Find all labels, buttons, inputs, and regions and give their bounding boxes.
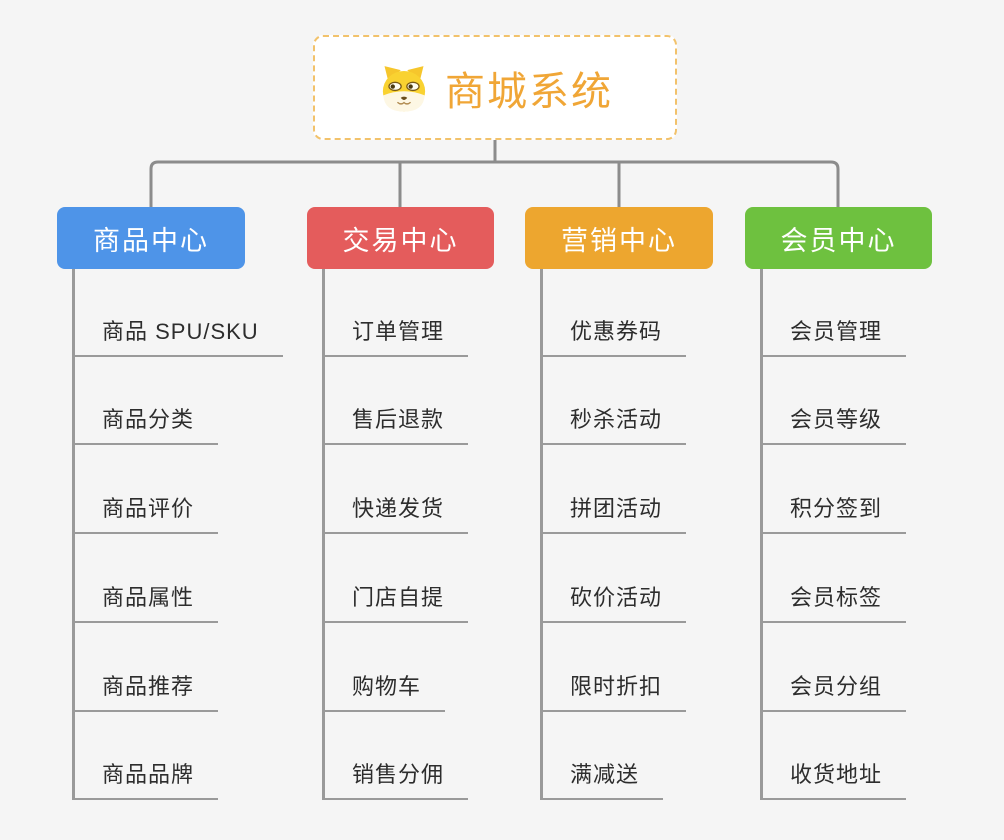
doge-icon — [382, 65, 426, 112]
leaf-node[interactable]: 会员分组 — [760, 669, 907, 712]
branch-node-1[interactable]: 商品中心 — [57, 207, 245, 269]
branch-child-line — [322, 269, 325, 800]
leaf-node[interactable]: 商品属性 — [72, 580, 219, 623]
leaf-node[interactable]: 积分签到 — [760, 491, 907, 534]
leaf-node[interactable]: 商品品牌 — [72, 757, 219, 800]
leaf-node[interactable]: 秒杀活动 — [540, 402, 687, 445]
root-title: 商城系统 — [445, 69, 613, 114]
leaf-node[interactable]: 优惠券码 — [540, 314, 687, 357]
leaf-node[interactable]: 门店自提 — [322, 580, 469, 623]
leaf-node[interactable]: 会员等级 — [760, 402, 907, 445]
leaf-node[interactable]: 拼团活动 — [540, 491, 687, 534]
leaf-node[interactable]: 会员标签 — [760, 580, 907, 623]
root-node[interactable]: 商城系统 — [313, 35, 677, 140]
leaf-node[interactable]: 售后退款 — [322, 402, 469, 445]
leaf-node[interactable]: 收货地址 — [760, 757, 907, 800]
leaf-node[interactable]: 商品分类 — [72, 402, 219, 445]
leaf-node[interactable]: 快递发货 — [322, 491, 469, 534]
branch-node-4[interactable]: 会员中心 — [745, 207, 932, 269]
leaf-node[interactable]: 限时折扣 — [540, 669, 687, 712]
leaf-node[interactable]: 商品推荐 — [72, 669, 219, 712]
leaf-node[interactable]: 购物车 — [322, 669, 446, 712]
leaf-node[interactable]: 满减送 — [540, 757, 664, 800]
leaf-node[interactable]: 销售分佣 — [322, 757, 469, 800]
leaf-node[interactable]: 商品 SPU/SKU — [72, 314, 283, 357]
branch-node-2[interactable]: 交易中心 — [307, 207, 494, 269]
branch-child-line — [72, 269, 75, 800]
leaf-node[interactable]: 会员管理 — [760, 314, 907, 357]
branch-child-line — [540, 269, 543, 800]
branch-child-line — [760, 269, 763, 800]
branch-node-3[interactable]: 营销中心 — [525, 207, 713, 269]
leaf-node[interactable]: 订单管理 — [322, 314, 469, 357]
leaf-node[interactable]: 商品评价 — [72, 491, 219, 534]
leaf-node[interactable]: 砍价活动 — [540, 580, 687, 623]
